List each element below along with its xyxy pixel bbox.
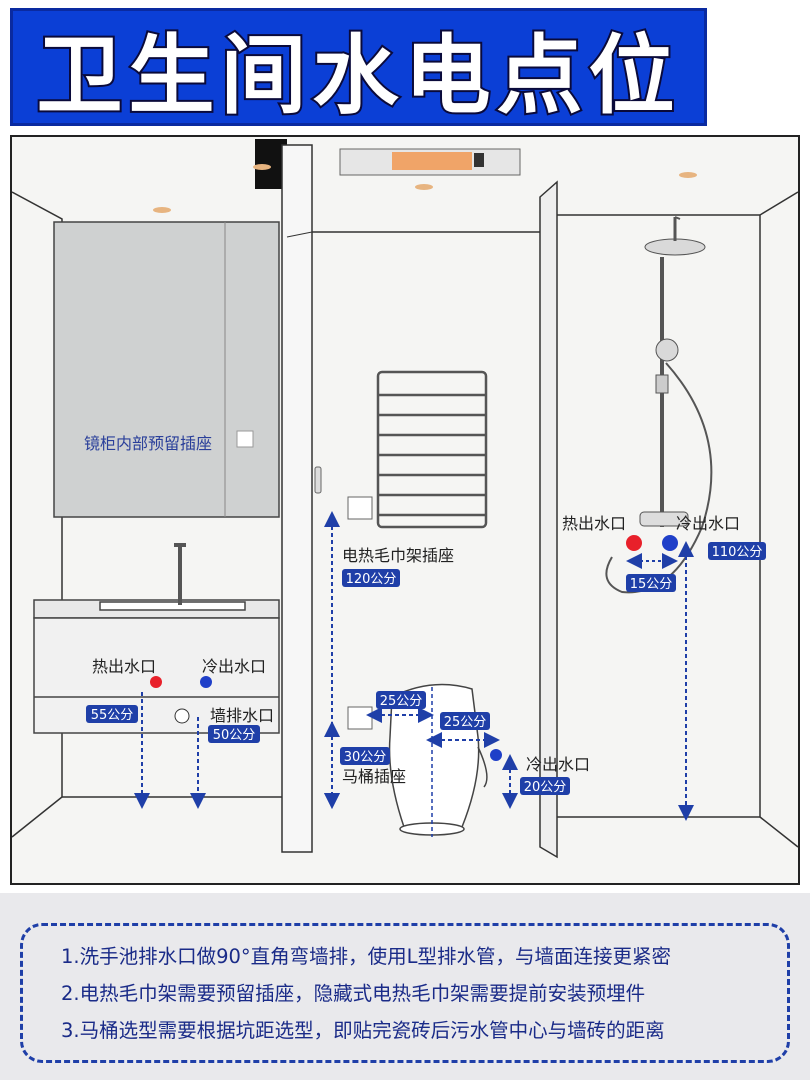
toilet-cold-dot: [490, 749, 502, 761]
page-title: 卫生间水电点位: [35, 24, 681, 128]
ceiling-fixtures: [153, 139, 697, 213]
basin-cold-label: 冷出水口: [202, 657, 266, 676]
mirror-cabinet: [53, 221, 280, 518]
basin-cold-dot: [200, 676, 212, 688]
toilet-socket-height-tag: 30公分: [344, 750, 387, 765]
toilet-socket-icon: [347, 706, 373, 730]
toilet-cold-label: 冷出水口: [526, 755, 590, 774]
wall-drain-label: 墙排水口: [210, 706, 274, 725]
shower-hot-label: 热出水口: [562, 514, 626, 533]
shower-hot-dot: [626, 535, 642, 551]
wall-drain-circle: [174, 708, 190, 724]
shower-height-tag: 110公分: [712, 545, 763, 560]
bathroom-diagram: 镜柜内部预留插座 热出水口 冷出水口 墙排水口 55公分 50公分: [10, 135, 800, 885]
toilet-inlet-offset-tag: 25公分: [444, 715, 487, 730]
note-2: 2.电热毛巾架需要预留插座，隐藏式电热毛巾架需要提前安装预埋件: [61, 982, 646, 1005]
towel-socket-icon: [347, 496, 373, 520]
mirror-socket-label: 镜柜内部预留插座: [84, 434, 212, 453]
towel-socket-label: 电热毛巾架插座: [342, 546, 454, 565]
notes-box: 1.洗手池排水口做90°直角弯墙排，使用L型排水管，与墙面连接更紧密 2.电热毛…: [20, 923, 790, 1063]
title-banner: 卫生间水电点位: [10, 8, 707, 128]
toilet-socket-offset-tag: 25公分: [380, 694, 423, 709]
bathroom-illustration: 镜柜内部预留插座 热出水口 冷出水口 墙排水口 55公分 50公分: [11, 139, 799, 859]
basin-height-tag: 55公分: [91, 708, 134, 723]
drain-height-tag: 50公分: [213, 728, 256, 743]
toilet-socket-label: 马桶插座: [342, 767, 406, 786]
note-1: 1.洗手池排水口做90°直角弯墙排，使用L型排水管，与墙面连接更紧密: [61, 945, 672, 968]
basin-hot-label: 热出水口: [92, 657, 156, 676]
notes-panel: 1.洗手池排水口做90°直角弯墙排，使用L型排水管，与墙面连接更紧密 2.电热毛…: [0, 893, 810, 1080]
basin-hot-dot: [150, 676, 162, 688]
vanity: [33, 543, 280, 734]
partition-walls: [281, 144, 558, 859]
shower-set: [605, 216, 713, 594]
shower-spacing-tag: 15公分: [630, 577, 673, 592]
towel-rack: [376, 370, 488, 529]
toilet-cold-height-tag: 20公分: [524, 780, 567, 795]
shower-cold-label: 冷出水口: [676, 514, 740, 533]
shower-cold-dot: [662, 535, 678, 551]
note-3: 3.马桶选型需要根据坑距选型，即贴完瓷砖后污水管中心与墙砖的距离: [61, 1019, 665, 1042]
towel-height-tag: 120公分: [346, 572, 397, 587]
